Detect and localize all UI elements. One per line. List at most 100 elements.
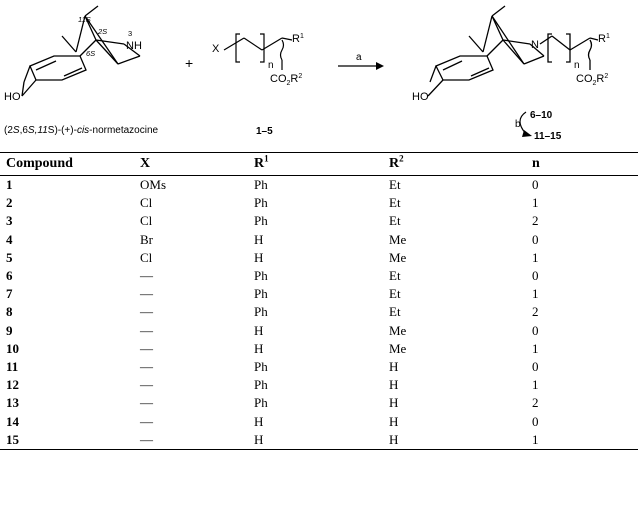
cell-r2: Et bbox=[389, 286, 401, 302]
cell-x: — bbox=[140, 431, 153, 447]
cell-r2: Et bbox=[389, 195, 401, 211]
cell-x: Cl bbox=[140, 213, 153, 229]
cell-r2: Me bbox=[389, 231, 407, 247]
cell-compound: 9 bbox=[6, 322, 13, 338]
cell-r1: H bbox=[254, 413, 264, 429]
cell-compound: 13 bbox=[6, 395, 19, 411]
header-r2: R2 bbox=[389, 153, 404, 171]
header-x: X bbox=[140, 156, 151, 171]
table-row: 8 — Ph Et 2 bbox=[0, 303, 638, 321]
cell-compound: 1 bbox=[6, 177, 13, 193]
cell-compound: 8 bbox=[6, 304, 13, 320]
cell-n: 1 bbox=[532, 286, 539, 302]
cell-n: 0 bbox=[532, 268, 539, 284]
cell-n: 0 bbox=[532, 177, 539, 193]
alkylating-reagent-structure bbox=[223, 33, 293, 70]
cell-compound: 15 bbox=[6, 431, 19, 447]
cell-n: 1 bbox=[532, 431, 539, 447]
n-label-right: n bbox=[574, 60, 580, 71]
product-range-6-10: 6–10 bbox=[530, 110, 553, 121]
r1-label-right: R1 bbox=[598, 33, 610, 45]
cell-r1: H bbox=[254, 322, 264, 338]
arrow-b-label: b bbox=[515, 119, 521, 130]
co2r2-label-right: CO2R2 bbox=[576, 73, 608, 87]
cell-r2: H bbox=[389, 413, 399, 429]
cell-r1: Ph bbox=[254, 268, 268, 284]
table-row: 6 — Ph Et 0 bbox=[0, 267, 638, 285]
normetazocine-structure bbox=[21, 5, 141, 97]
cell-r2: Et bbox=[389, 213, 401, 229]
cell-r1: Ph bbox=[254, 377, 268, 393]
stereo-label-2s: 2S bbox=[97, 27, 107, 36]
cell-r1: Ph bbox=[254, 304, 268, 320]
cell-compound: 4 bbox=[6, 231, 13, 247]
cell-r2: H bbox=[389, 358, 399, 374]
cell-r2: Et bbox=[389, 177, 401, 193]
cell-r2: Me bbox=[389, 340, 407, 356]
reaction-arrow-b bbox=[519, 111, 532, 137]
product-structure bbox=[427, 5, 599, 97]
product-range-11-15: 11–15 bbox=[534, 131, 562, 142]
cell-x: — bbox=[140, 268, 153, 284]
cell-r2: Et bbox=[389, 304, 401, 320]
cell-r1: H bbox=[254, 431, 264, 447]
cell-x: — bbox=[140, 358, 153, 374]
cell-r1: Ph bbox=[254, 395, 268, 411]
cell-x: — bbox=[140, 304, 153, 320]
cell-n: 0 bbox=[532, 413, 539, 429]
cell-n: 0 bbox=[532, 322, 539, 338]
cell-n: 2 bbox=[532, 395, 539, 411]
cell-n: 1 bbox=[532, 249, 539, 265]
nh-label: NH bbox=[126, 40, 142, 52]
cell-compound: 6 bbox=[6, 268, 13, 284]
arrow-a-label: a bbox=[356, 52, 362, 63]
n-atom-label: N bbox=[531, 39, 539, 51]
cell-r1: H bbox=[254, 231, 264, 247]
cell-x: — bbox=[140, 286, 153, 302]
header-r1: R1 bbox=[254, 153, 269, 171]
n-label-left: n bbox=[268, 60, 274, 71]
cell-x: — bbox=[140, 322, 153, 338]
cell-r2: Me bbox=[389, 322, 407, 338]
x-label: X bbox=[212, 43, 220, 55]
cell-n: 1 bbox=[532, 377, 539, 393]
cell-r1: Ph bbox=[254, 358, 268, 374]
cell-r1: Ph bbox=[254, 195, 268, 211]
cell-r2: H bbox=[389, 431, 399, 447]
cell-compound: 2 bbox=[6, 195, 13, 211]
cell-n: 2 bbox=[532, 304, 539, 320]
co2r2-label-left: CO2R2 bbox=[270, 73, 302, 87]
cell-x: — bbox=[140, 340, 153, 356]
cell-x: OMs bbox=[140, 177, 167, 193]
cell-r2: Me bbox=[389, 249, 407, 265]
cell-r1: Ph bbox=[254, 177, 268, 193]
table-row: 15 — H H 1 bbox=[0, 431, 638, 450]
cell-compound: 14 bbox=[6, 413, 19, 429]
cell-r1: H bbox=[254, 249, 264, 265]
cell-compound: 11 bbox=[6, 358, 19, 374]
n3-label: 3 bbox=[128, 29, 132, 38]
table-header-row: Compound X R1 R2 n bbox=[0, 152, 638, 176]
header-n: n bbox=[532, 156, 540, 171]
cell-r2: Et bbox=[389, 268, 401, 284]
table-row: 1 OMs Ph Et 0 bbox=[0, 176, 638, 195]
stereo-label-6s: 6S bbox=[86, 49, 95, 58]
ho-label-right: HO bbox=[412, 91, 429, 103]
reagent-range-label: 1–5 bbox=[256, 126, 273, 137]
normetazocine-caption: (2S,6S,11S)-(+)-cis-normetazocine bbox=[4, 125, 159, 136]
cell-x: Cl bbox=[140, 249, 153, 265]
reaction-scheme: 11S 2S 6S 3 NH HO (2S,6S,11S)-(+)-cis-no… bbox=[4, 5, 610, 142]
cell-x: — bbox=[140, 395, 153, 411]
cell-x: Br bbox=[140, 231, 153, 247]
ho-label-left: HO bbox=[4, 91, 21, 103]
plus-sign: + bbox=[185, 55, 193, 71]
cell-x: Cl bbox=[140, 195, 153, 211]
cell-r1: H bbox=[254, 340, 264, 356]
cell-compound: 12 bbox=[6, 377, 19, 393]
